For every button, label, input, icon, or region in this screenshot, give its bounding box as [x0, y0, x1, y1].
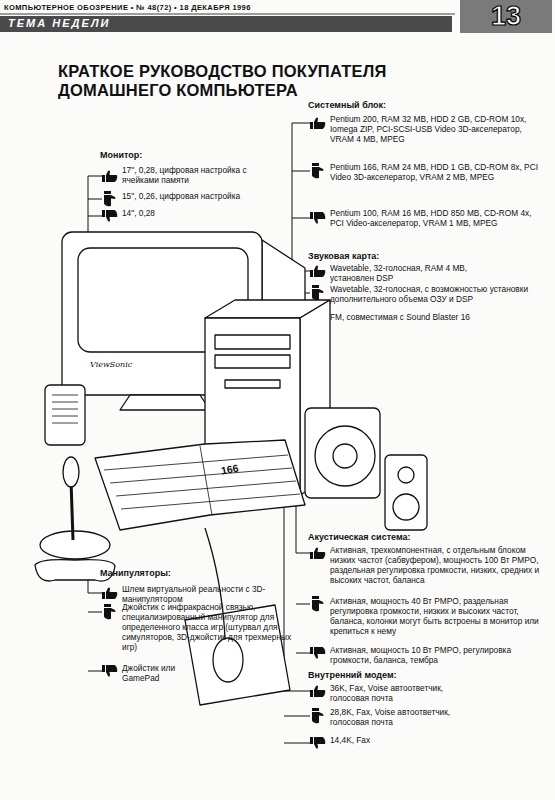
thumb-up-icon: [102, 171, 117, 183]
section-heading: Звуковая карта:: [308, 251, 548, 262]
option-text: Wavetable, 32-голосная, RAM 4 MB, устано…: [330, 264, 470, 284]
brand-logo: ViewSonic: [90, 360, 132, 370]
section-heading: Акустическая система:: [308, 532, 548, 543]
option-text: Pentium 200, RAM 32 MB, HDD 2 GB, CD-ROM…: [330, 115, 545, 145]
thumb-side-icon: [104, 604, 116, 619]
speaker-grille: [52, 395, 78, 423]
thumb-down-icon: [102, 665, 117, 677]
section-heading: Внутренний модем:: [308, 670, 548, 681]
leader-lines: [88, 123, 312, 743]
drive-bay: [215, 335, 290, 349]
woofer: [393, 494, 419, 520]
option-text: Wavetable, 32-голосная, с возможностью у…: [330, 285, 548, 305]
joystick-base: [40, 531, 110, 559]
thumb-side-icon: [312, 708, 324, 723]
joystick-grip: [63, 457, 79, 487]
thumb-down-icon: [310, 647, 325, 659]
tweeter: [398, 467, 414, 483]
section-band: ТЕМА НЕДЕЛИ: [0, 16, 452, 32]
modem-leader: [284, 496, 310, 743]
option-text: 28,8K, Fax, Voise автоответчик, голосова…: [330, 708, 465, 728]
thumb-side-icon: [312, 596, 324, 611]
subwoofer-cap: [333, 444, 357, 468]
option-text: 15", 0,26, цифровая настройка: [122, 192, 282, 202]
thumb-up-icon: [310, 266, 325, 278]
option-text: Pentium 166, RAM 24 MB, HDD 1 GB, CD-ROM…: [330, 163, 545, 183]
section-heading: Системный блок:: [308, 100, 548, 111]
mouse: [213, 638, 243, 682]
drive-bay: [215, 355, 290, 368]
speaker-leader: [296, 488, 312, 653]
subwoofer-cone: [315, 426, 375, 486]
option-text: 36K, Fax, Voise автоответчик, голосовая …: [330, 684, 465, 704]
section-band-text: ТЕМА НЕДЕЛИ: [8, 17, 110, 29]
thumb-side-icon: [312, 285, 324, 300]
option-text: Активная, мощность 10 Вт PMPO, регулиров…: [330, 646, 520, 666]
page-number-box-text: 13: [491, 1, 521, 31]
thumb-side-icon: [312, 163, 324, 178]
section-heading: Монитор:: [100, 150, 250, 161]
option-text: Активная, мощность 40 Вт PMPO, раздельна…: [330, 597, 548, 637]
option-text: Джойстик с инфракрасной связью, специали…: [122, 603, 292, 653]
thumb-side-icon: [104, 191, 116, 206]
section-heading: Манипуляторы:: [100, 568, 270, 579]
page-title: КРАТКОЕ РУКОВОДСТВО ПОКУПАТЕЛЯ ДОМАШНЕГО…: [58, 62, 418, 100]
option-text: Шлем виртуальной реальности с 3D-манипул…: [122, 585, 297, 605]
subwoofer: [305, 408, 380, 498]
option-text: 17", 0,28, цифровая настройка с ячейками…: [122, 166, 262, 186]
thumb-up-icon: [310, 686, 325, 698]
thumb-up-icon: [102, 588, 117, 600]
thumb-up-icon: [310, 118, 325, 130]
left-speaker: [45, 385, 85, 445]
option-text: Джойстик или GamePad: [122, 664, 207, 684]
floppy-drive: [225, 380, 280, 388]
option-text: FM, совместимая с Sound Blaster 16: [330, 313, 548, 323]
header-rule: [0, 14, 455, 15]
page-number-box: 13: [460, 0, 552, 33]
option-text: 14", 0,28: [122, 209, 282, 219]
thumb-down-icon: [310, 212, 325, 224]
keyboard-keys: [104, 446, 300, 515]
thumb-down-icon: [310, 737, 325, 749]
running-header: КОМПЬЮТЕРНОЕ ОБОЗРЕНИЕ • № 48(72) • 18 Д…: [4, 3, 454, 12]
keyboard: [95, 440, 305, 530]
thumb-down-icon: [102, 210, 117, 222]
option-text: Активная, трехкомпонентная, с отдельным …: [330, 546, 548, 586]
option-text: Pentium 100, RAM 16 MB, HDD 850 MB, CD-R…: [330, 209, 545, 229]
right-speaker: [385, 455, 427, 530]
option-text: 14,4K, Fax: [330, 736, 465, 746]
joystick-stick: [71, 480, 73, 540]
monitor-stand: [120, 395, 210, 410]
hand-icons: [102, 118, 325, 749]
thumb-up-icon: [310, 548, 325, 560]
